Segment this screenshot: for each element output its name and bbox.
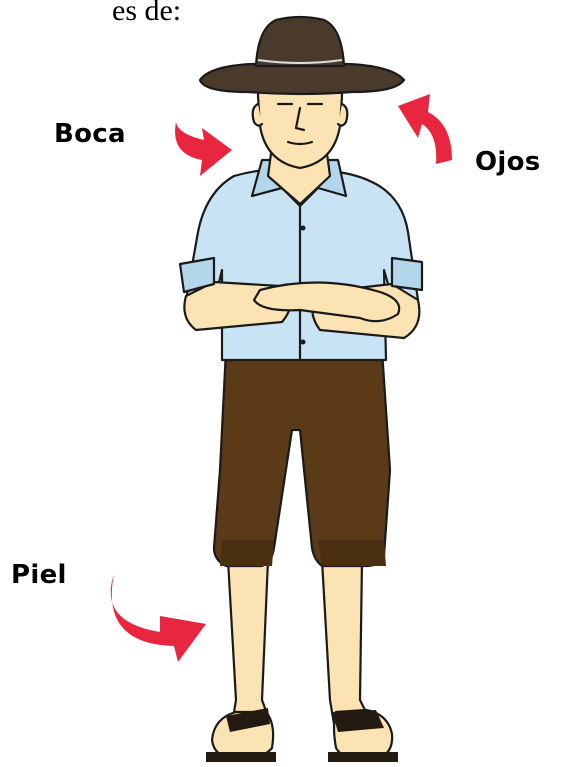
legs (228, 560, 372, 724)
curved-arrow-icon (175, 122, 232, 176)
label-piel: Piel (11, 560, 67, 590)
label-ojos: Ojos (475, 147, 541, 177)
hat (200, 17, 404, 94)
label-boca: Boca (54, 119, 126, 149)
pants (214, 350, 390, 566)
curved-arrow-icon (111, 574, 206, 662)
sandals (206, 708, 398, 762)
curved-arrow-icon (398, 94, 452, 164)
